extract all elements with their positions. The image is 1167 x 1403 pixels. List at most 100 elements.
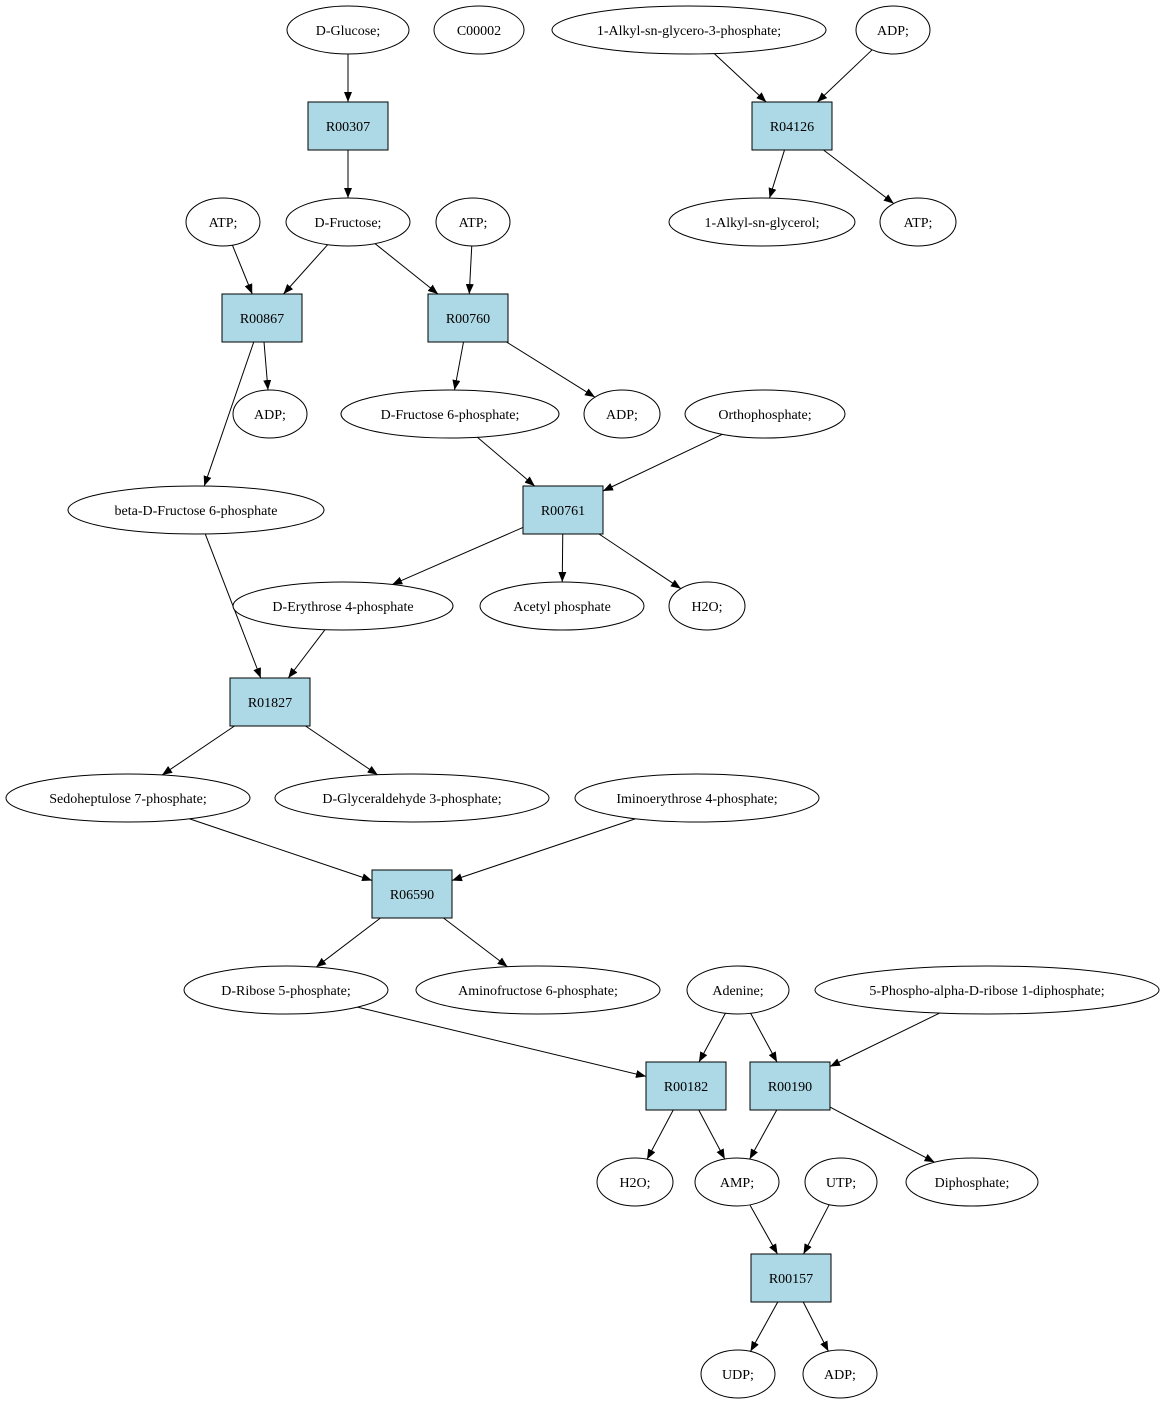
compound-node-atp3: ATP; — [879, 197, 957, 247]
compound-node-alkylg3p: 1-Alkyl-sn-glycero-3-phosphate; — [551, 5, 827, 55]
compound-ellipse — [668, 581, 746, 631]
reaction-node-R00761: R00761 — [522, 485, 604, 535]
edge-R00760-to-adp2 — [506, 341, 596, 398]
compound-ellipse — [700, 1349, 776, 1399]
compound-node-h2o1: H2O; — [668, 581, 746, 631]
reaction-box — [645, 1061, 727, 1111]
compound-node-ppi: Diphosphate; — [905, 1157, 1039, 1207]
compound-node-adp1: ADP; — [232, 389, 308, 439]
edge-f6p-to-R00761 — [477, 436, 536, 487]
compound-node-amp: AMP; — [694, 1157, 780, 1207]
edge-r5p-to-R00182 — [357, 1006, 647, 1078]
compound-ellipse — [668, 197, 856, 247]
node-label: 5-Phospho-alpha-D-ribose 1-diphosphate; — [869, 984, 1104, 999]
edge-R00867-to-bf6p — [203, 341, 255, 487]
reaction-box — [427, 293, 509, 343]
edge-ie4p-to-R06590 — [451, 818, 636, 882]
compound-node-bf6p: beta-D-Fructose 6-phosphate — [67, 485, 325, 535]
node-label: R01827 — [248, 696, 292, 711]
reaction-box — [229, 677, 311, 727]
node-label: R00867 — [240, 312, 284, 327]
compound-ellipse — [551, 5, 827, 55]
reaction-node-R00307: R00307 — [307, 101, 389, 151]
node-label: AMP; — [720, 1176, 754, 1191]
edge-R00190-to-amp — [749, 1109, 778, 1160]
edge-R00760-to-f6p — [452, 341, 464, 391]
compound-ellipse — [183, 965, 389, 1015]
edge-utp-to-R00157 — [803, 1204, 830, 1255]
edge-adp_top-to-R04126 — [816, 49, 873, 103]
compound-node-r5p: D-Ribose 5-phosphate; — [183, 965, 389, 1015]
node-label: ATP; — [459, 216, 488, 231]
compound-node-e4p: D-Erythrose 4-phosphate — [232, 581, 454, 631]
reaction-node-R01827: R01827 — [229, 677, 311, 727]
reaction-node-R00867: R00867 — [221, 293, 303, 343]
compound-ellipse — [684, 389, 846, 439]
edge-R00761-to-h2o1 — [598, 533, 682, 589]
compound-ellipse — [905, 1157, 1039, 1207]
compound-ellipse — [286, 5, 410, 55]
reaction-box — [751, 101, 833, 151]
node-label: Orthophosphate; — [718, 408, 811, 423]
compound-node-g3p: D-Glyceraldehyde 3-phosphate; — [274, 773, 550, 823]
edge-ade-to-R00190 — [750, 1013, 778, 1063]
edge-atp1-to-R00867 — [231, 245, 253, 295]
compound-node-ie4p: Iminoerythrose 4-phosphate; — [574, 773, 820, 823]
node-label: ADP; — [877, 24, 909, 39]
node-label: UDP; — [722, 1368, 754, 1383]
node-label: D-Erythrose 4-phosphate — [272, 600, 413, 615]
compound-node-atp2: ATP; — [435, 197, 511, 247]
compound-ellipse — [232, 581, 454, 631]
node-label: ADP; — [606, 408, 638, 423]
reaction-box — [749, 1061, 831, 1111]
node-label: Sedoheptulose 7-phosphate; — [49, 792, 206, 807]
compound-ellipse — [285, 197, 411, 247]
node-label: D-Glucose; — [316, 24, 381, 39]
node-label: Adenine; — [712, 984, 763, 999]
compound-ellipse — [804, 1157, 878, 1207]
compound-node-af6p: Aminofructose 6-phosphate; — [415, 965, 661, 1015]
reaction-node-R00760: R00760 — [427, 293, 509, 343]
compound-ellipse — [67, 485, 325, 535]
edge-R00157-to-adp3 — [802, 1301, 829, 1352]
edge-R01827-to-g3p — [305, 725, 378, 776]
compound-ellipse — [340, 389, 560, 439]
compound-ellipse — [479, 581, 645, 631]
edge-R04126-to-atp3 — [823, 149, 895, 204]
compound-node-prpp: 5-Phospho-alpha-D-ribose 1-diphosphate; — [814, 965, 1160, 1015]
compound-node-adp2: ADP; — [583, 389, 661, 439]
edge-R06590-to-af6p — [443, 917, 508, 968]
node-label: ATP; — [904, 216, 933, 231]
compound-node-acp: Acetyl phosphate — [479, 581, 645, 631]
node-label: D-Glyceraldehyde 3-phosphate; — [322, 792, 501, 807]
edge-R00867-to-adp1 — [263, 341, 272, 391]
compound-ellipse — [435, 197, 511, 247]
edge-R00157-to-udp — [750, 1301, 779, 1352]
compound-ellipse — [433, 5, 525, 55]
reaction-box — [522, 485, 604, 535]
node-label: R06590 — [390, 888, 434, 903]
reaction-box — [221, 293, 303, 343]
compound-node-h2o2: H2O; — [596, 1157, 674, 1207]
edge-amp-to-R00157 — [749, 1204, 778, 1255]
reaction-node-R00157: R00157 — [750, 1253, 832, 1303]
compound-ellipse — [274, 773, 550, 823]
edges-layer — [161, 49, 940, 1352]
compound-ellipse — [694, 1157, 780, 1207]
node-label: Diphosphate; — [935, 1176, 1010, 1191]
compound-node-s7p: Sedoheptulose 7-phosphate; — [5, 773, 251, 823]
node-label: UTP; — [826, 1176, 856, 1191]
node-label: R00190 — [768, 1080, 812, 1095]
edge-R00182-to-amp — [698, 1109, 726, 1160]
reaction-node-R04126: R04126 — [751, 101, 833, 151]
node-label: R00182 — [664, 1080, 708, 1095]
compound-ellipse — [574, 773, 820, 823]
compound-node-udp: UDP; — [700, 1349, 776, 1399]
node-label: R00307 — [326, 120, 370, 135]
compound-ellipse — [814, 965, 1160, 1015]
node-label: R00761 — [541, 504, 585, 519]
node-label: H2O; — [691, 600, 722, 615]
edge-pi-to-R00761 — [602, 433, 723, 492]
